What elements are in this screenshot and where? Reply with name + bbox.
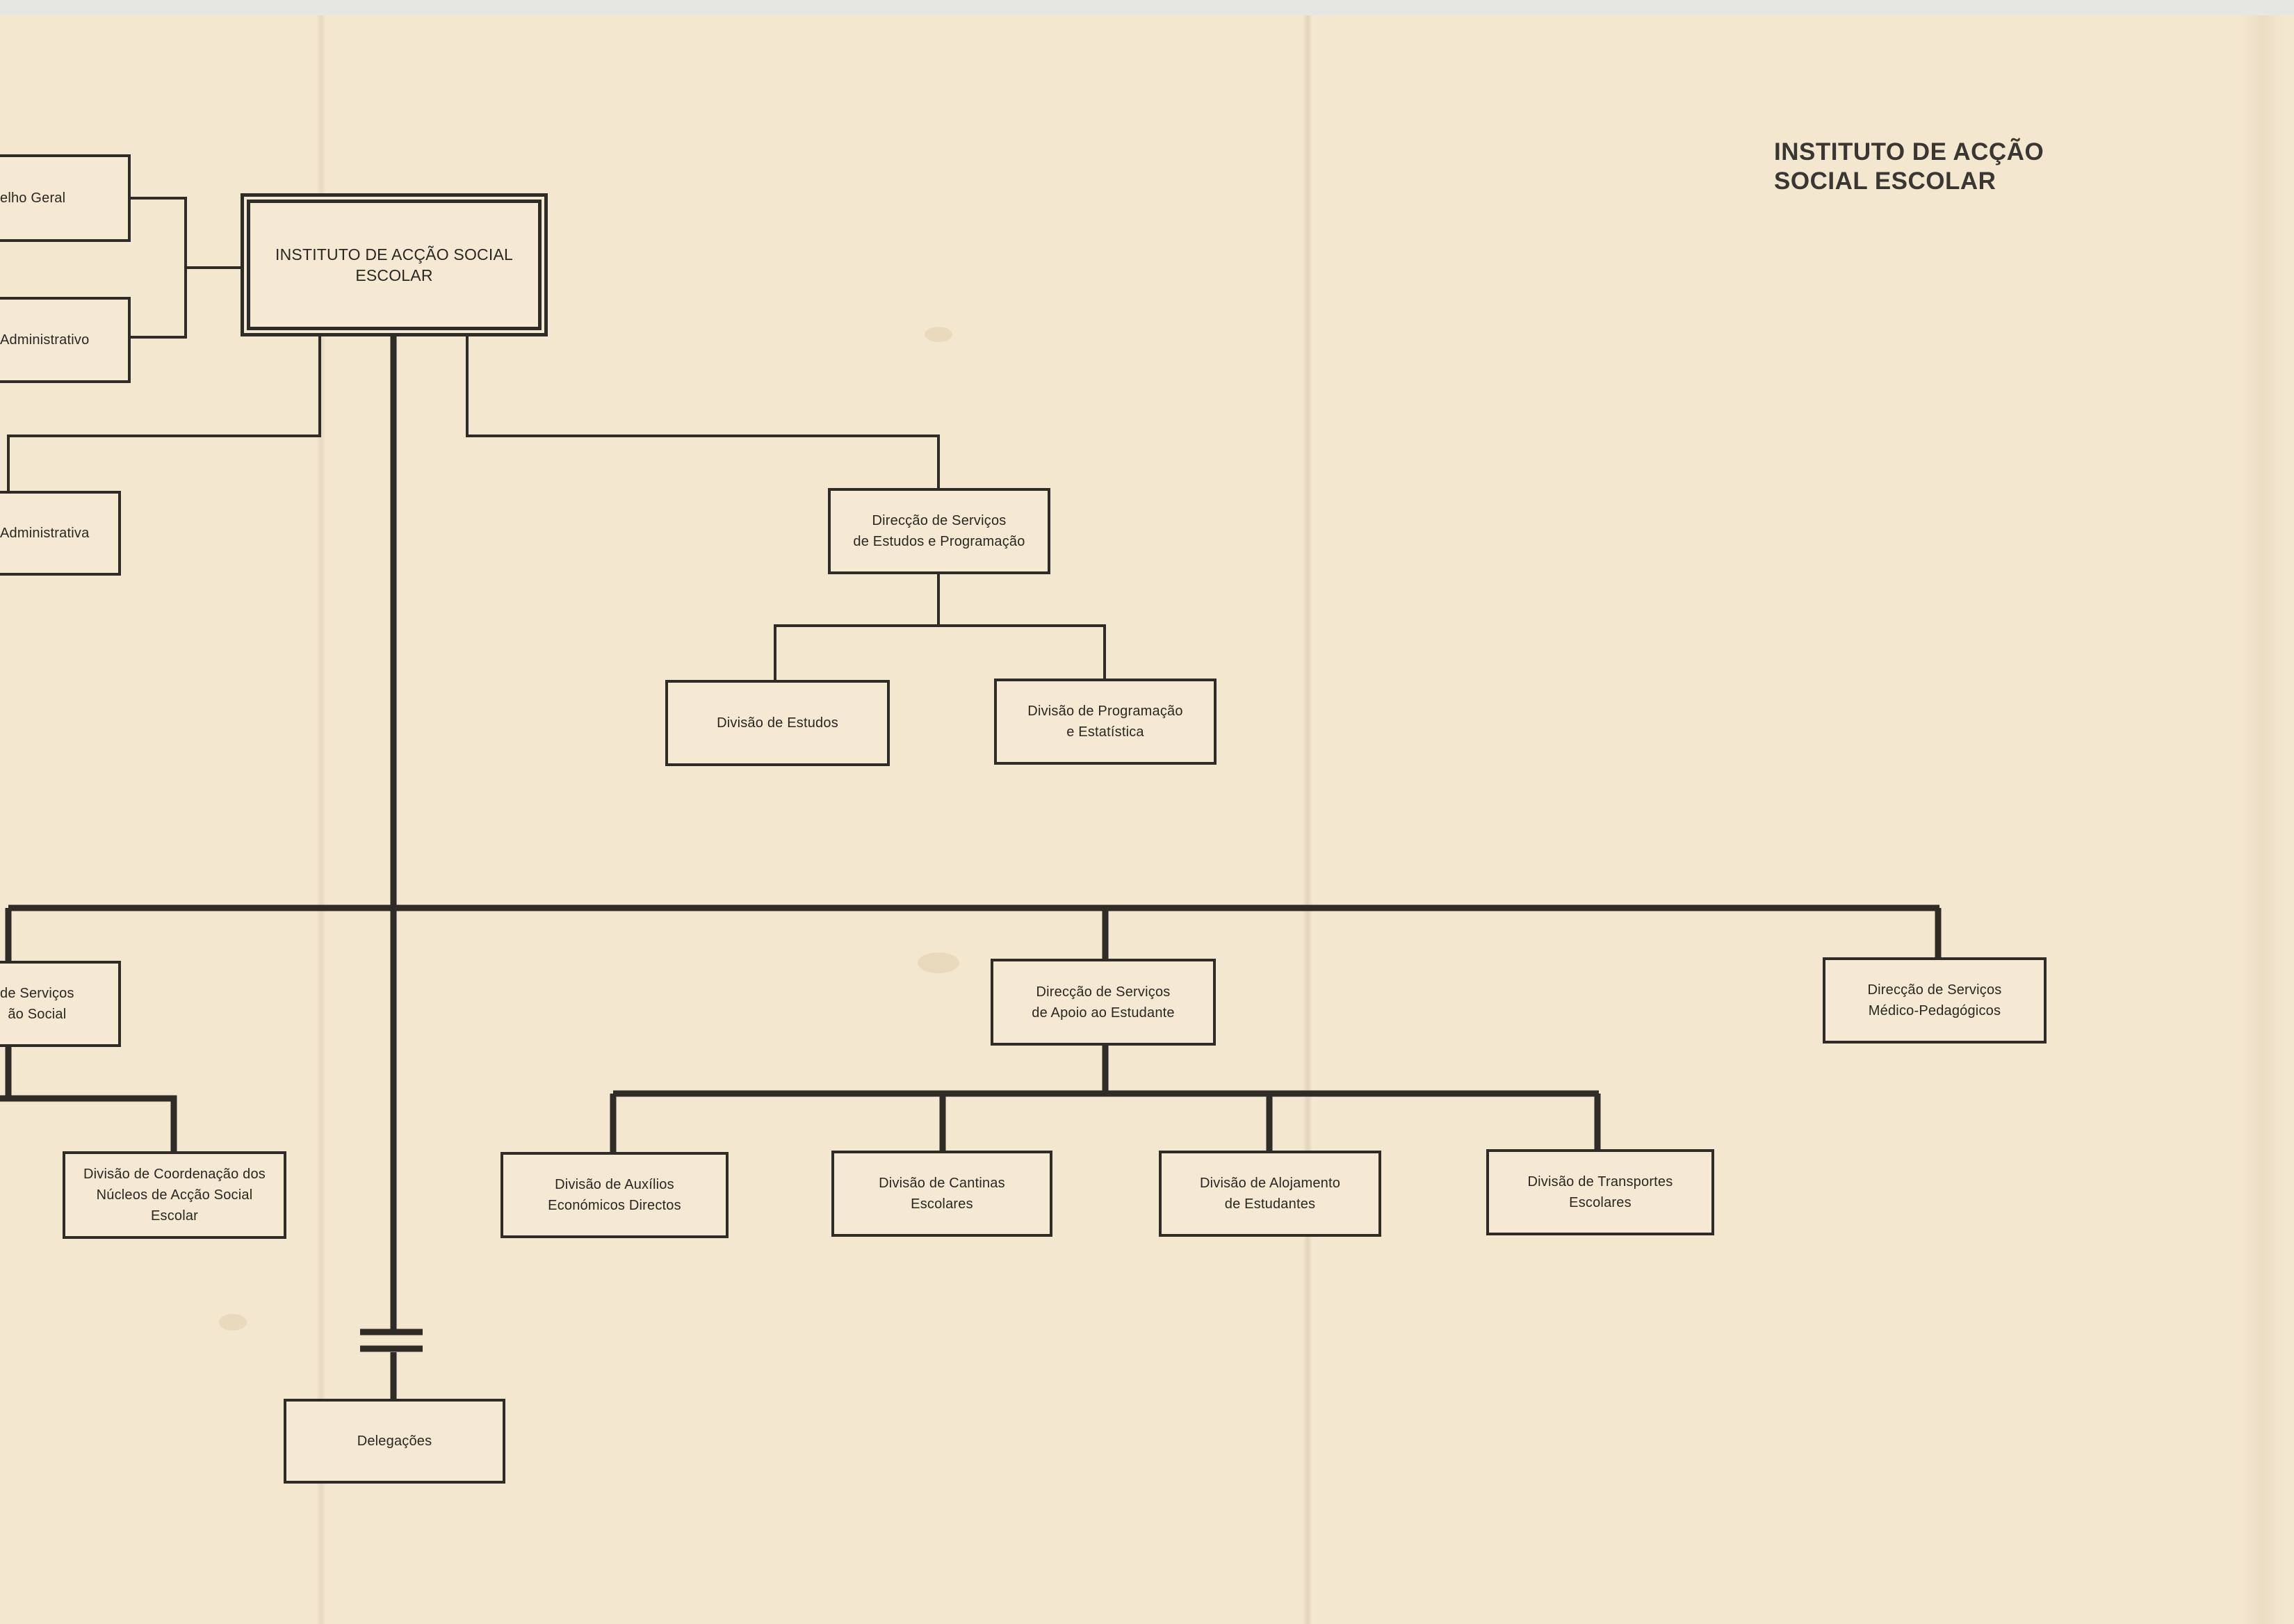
scan-top-edge <box>0 0 2294 15</box>
divisao-auxilios-box: Divisão de Auxílios Económicos Directos <box>501 1152 729 1238</box>
conselho-administrativo-box: Administrativo <box>0 297 131 383</box>
paper-stain <box>918 952 959 973</box>
instituto-main-box: INSTITUTO DE ACÇÃO SOCIAL ESCOLAR <box>241 193 548 336</box>
divisao-cantinas-box: Divisão de Cantinas Escolares <box>831 1151 1052 1237</box>
delegacoes-box: Delegações <box>284 1399 505 1484</box>
divisao-transportes-box: Divisão de Transportes Escolares <box>1486 1149 1714 1235</box>
divisao-coordenacao-box: Divisão de Coordenação dos Núcleos de Ac… <box>63 1151 286 1239</box>
divisao-programacao-box: Divisão de Programação e Estatística <box>994 679 1217 765</box>
reparticao-administrativa-box: Administrativa <box>0 491 121 576</box>
conselho-geral-box: elho Geral <box>0 154 131 242</box>
document-title: INSTITUTO DE ACÇÃO SOCIAL ESCOLAR <box>1774 138 2044 195</box>
divisao-estudos-box: Divisão de Estudos <box>665 680 890 766</box>
paper-stain <box>925 327 952 342</box>
direccao-accao-social-box: de Serviços ão Social <box>0 961 121 1047</box>
paper-fold <box>2242 15 2284 1624</box>
direccao-medico-pedagogicos-box: Direcção de Serviços Médico-Pedagógicos <box>1823 957 2047 1044</box>
direccao-apoio-estudante-box: Direcção de Serviços de Apoio ao Estudan… <box>991 959 1216 1046</box>
divisao-alojamento-box: Divisão de Alojamento de Estudantes <box>1159 1151 1381 1237</box>
direccao-estudos-programacao-box: Direcção de Serviços de Estudos e Progra… <box>828 488 1050 574</box>
paper-stain <box>219 1314 247 1331</box>
